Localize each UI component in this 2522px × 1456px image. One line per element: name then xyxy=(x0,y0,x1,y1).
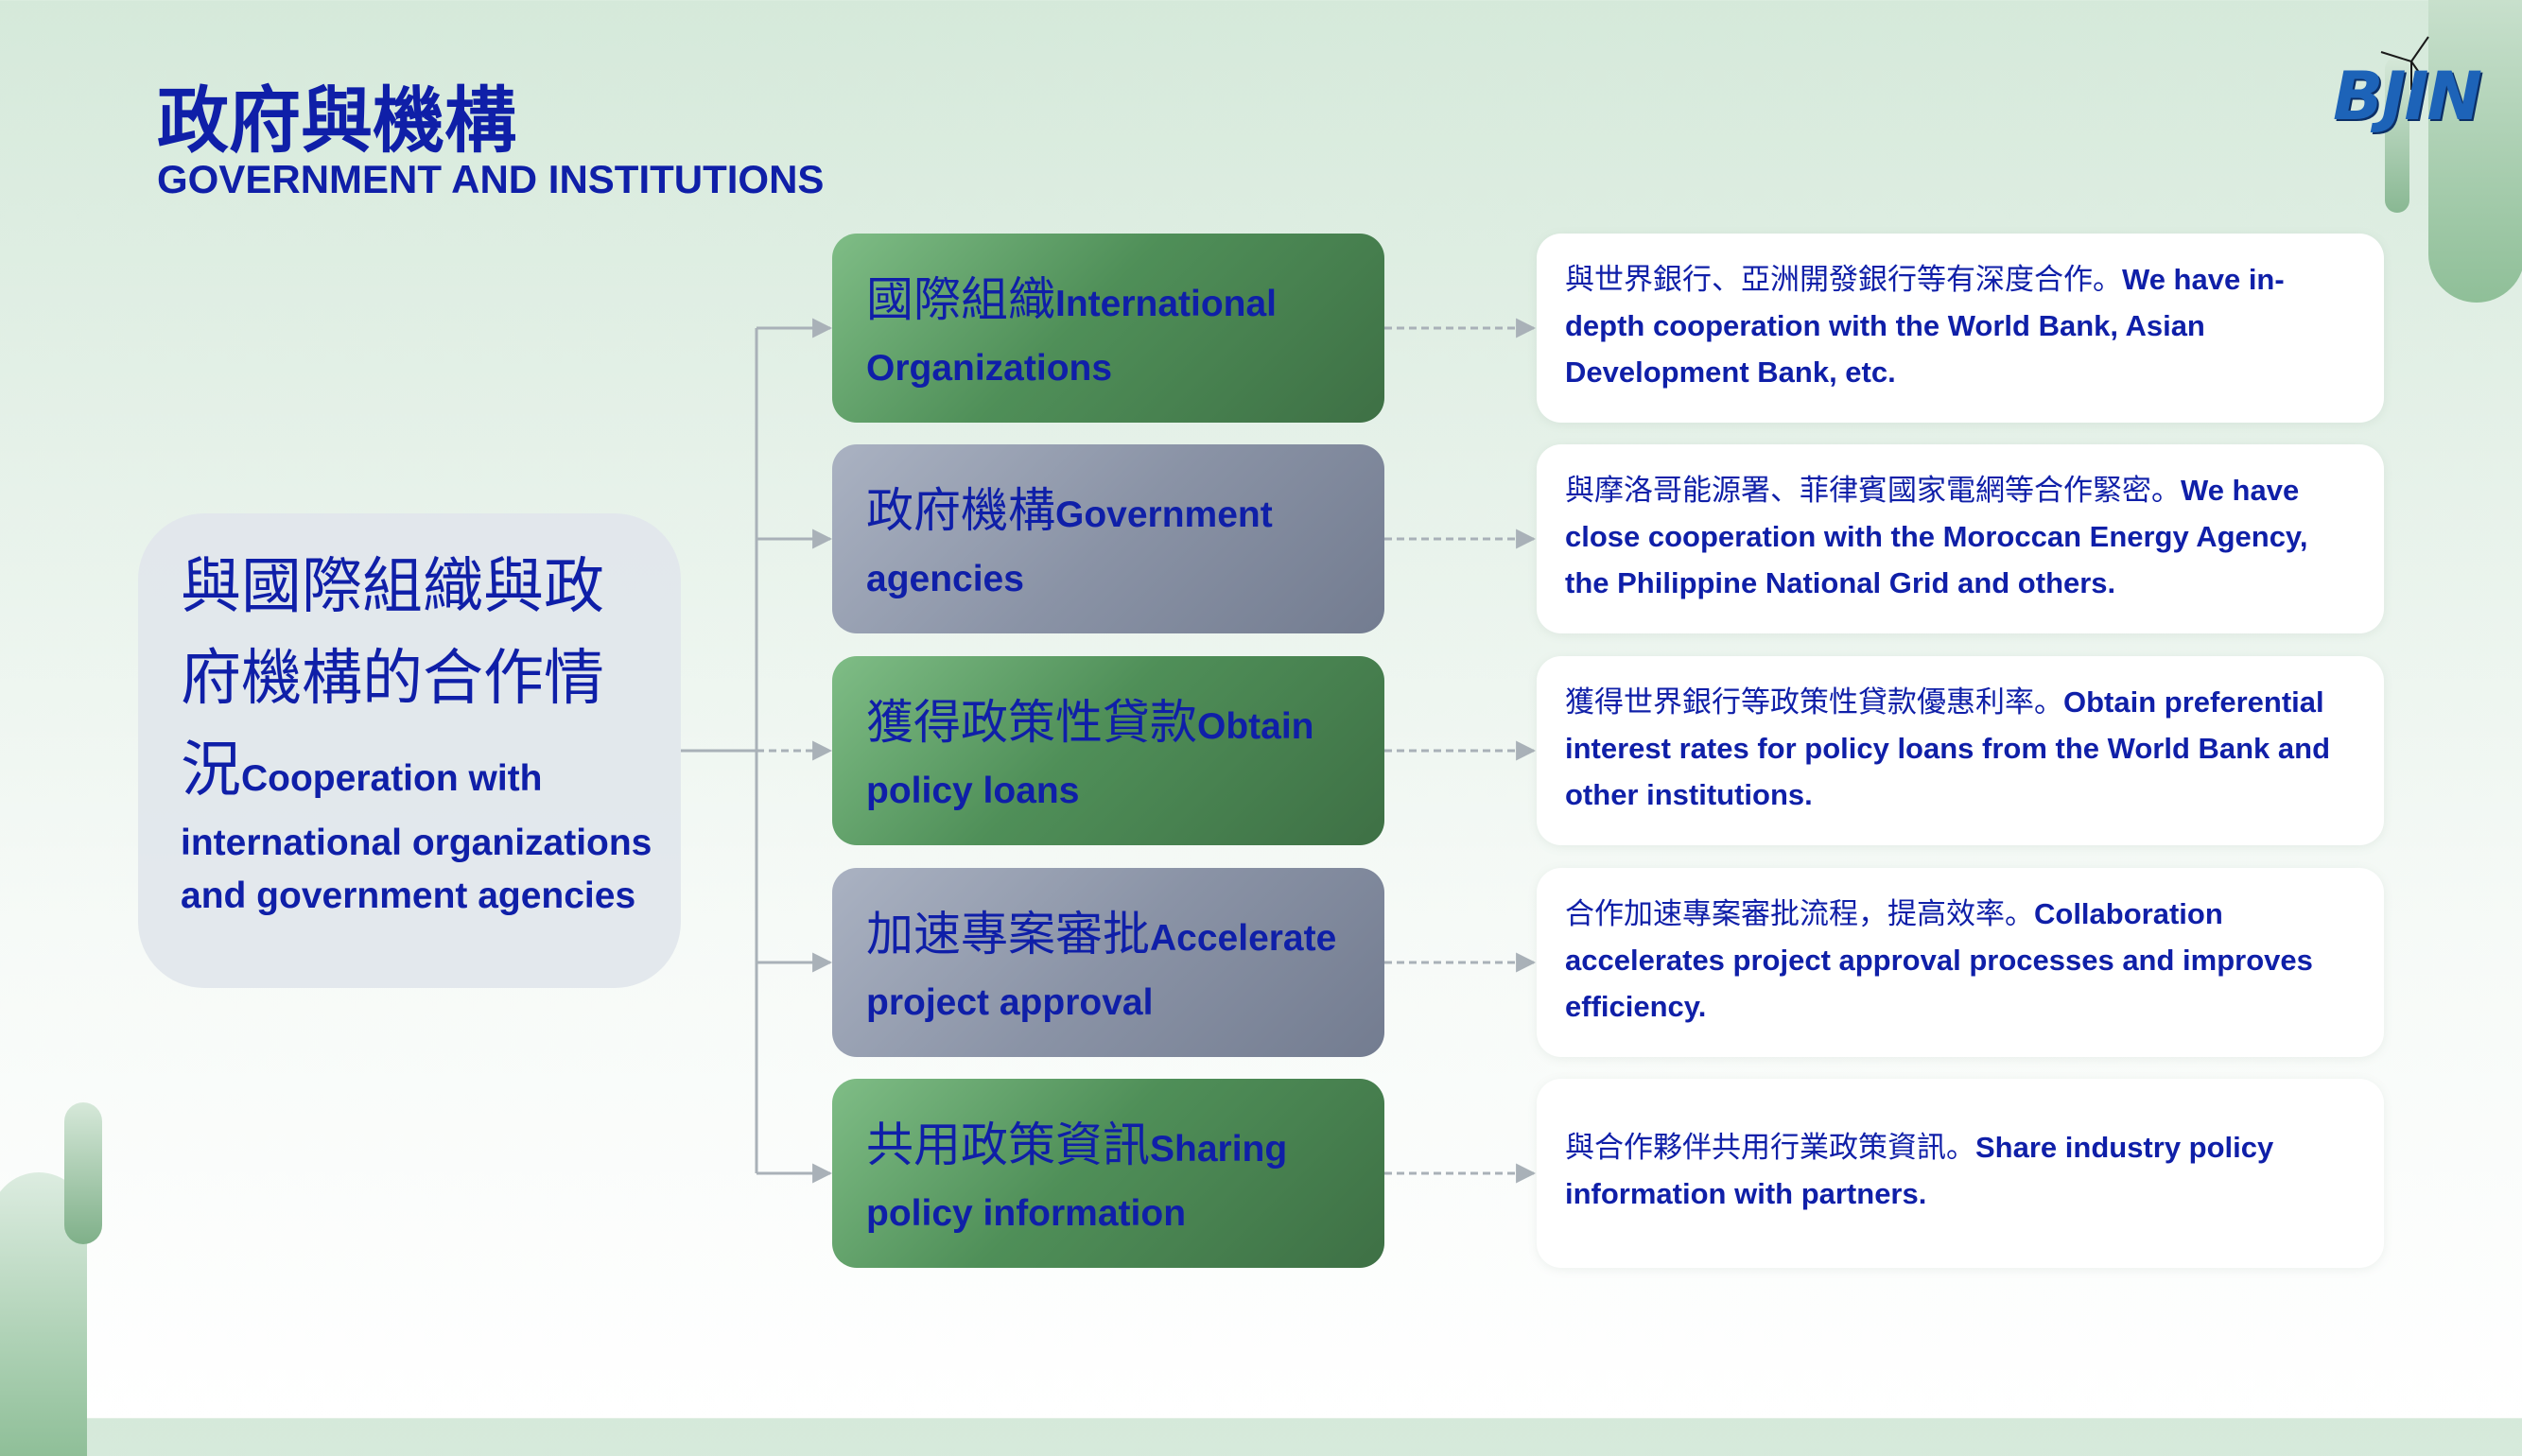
category-box-project-approval: 加速專案審批Accelerate project approval xyxy=(832,868,1384,1057)
category-box-government-agencies: 政府機構Government agencies xyxy=(832,444,1384,633)
central-topic-en: Cooperation with international organizat… xyxy=(181,758,652,916)
category-zh: 加速專案審批 xyxy=(866,907,1150,962)
category-en: Obtain policy loans xyxy=(866,706,1314,811)
category-en: Government agencies xyxy=(866,494,1273,599)
category-zh: 政府機構 xyxy=(866,483,1055,538)
description-zh: 獲得世界銀行等政策性貸款優惠利率。 xyxy=(1565,685,2063,719)
description-box-3: 獲得世界銀行等政策性貸款優惠利率。Obtain preferential int… xyxy=(1537,656,2384,845)
category-en: International Organizations xyxy=(866,284,1278,389)
description-en: We have in-depth cooperation with the Wo… xyxy=(1565,262,2285,389)
description-box-4: 合作加速專案審批流程，提高效率。Collaboration accelerate… xyxy=(1537,868,2384,1057)
category-box-policy-information: 共用政策資訊Sharing policy information xyxy=(832,1079,1384,1268)
description-en: Share industry policy information with p… xyxy=(1565,1131,2274,1210)
category-zh: 國際組織 xyxy=(866,272,1055,327)
decorative-bar-top-right xyxy=(2385,57,2409,213)
description-zh: 與摩洛哥能源署、菲律賓國家電網等合作緊密。 xyxy=(1565,473,2181,508)
description-box-2: 與摩洛哥能源署、菲律賓國家電網等合作緊密。We have close coope… xyxy=(1537,444,2384,633)
wind-turbine-icon xyxy=(2380,36,2429,90)
central-topic-zh: 與國際組織與政府機構的合作情況 xyxy=(181,552,604,806)
page-subtitle: GOVERNMENT AND INSTITUTIONS xyxy=(157,157,825,201)
decorative-pill-top-right xyxy=(2428,0,2522,303)
description-box-1: 與世界銀行、亞洲開發銀行等有深度合作。We have in-depth coop… xyxy=(1537,234,2384,423)
logo-text: BJIN xyxy=(2332,58,2482,135)
page-title: 政府與機構 xyxy=(157,78,516,163)
decorative-bar-bottom-left xyxy=(64,1102,102,1244)
category-zh: 獲得政策性貸款 xyxy=(866,695,1197,750)
description-en: Obtain preferential interest rates for p… xyxy=(1565,685,2331,811)
description-en: We have close cooperation with the Moroc… xyxy=(1565,473,2308,599)
description-zh: 與合作夥伴共用行業政策資訊。 xyxy=(1565,1131,1975,1165)
description-zh: 合作加速專案審批流程，提高效率。 xyxy=(1565,896,2034,931)
description-en: Collaboration accelerates project approv… xyxy=(1565,896,2313,1023)
description-zh: 與世界銀行、亞洲開發銀行等有深度合作。 xyxy=(1565,262,2122,297)
connector-lines xyxy=(681,318,1537,1184)
category-box-policy-loans: 獲得政策性貸款Obtain policy loans xyxy=(832,656,1384,845)
category-en: Sharing policy information xyxy=(866,1129,1288,1234)
company-logo: BJIN xyxy=(2326,33,2487,137)
description-box-5: 與合作夥伴共用行業政策資訊。Share industry policy info… xyxy=(1537,1079,2384,1268)
central-topic-box: 與國際組織與政府機構的合作情況Cooperation with internat… xyxy=(138,513,681,988)
category-en: Accelerate project approval xyxy=(866,918,1337,1023)
category-box-international-organizations: 國際組織International Organizations xyxy=(832,234,1384,423)
category-zh: 共用政策資訊 xyxy=(866,1118,1150,1172)
